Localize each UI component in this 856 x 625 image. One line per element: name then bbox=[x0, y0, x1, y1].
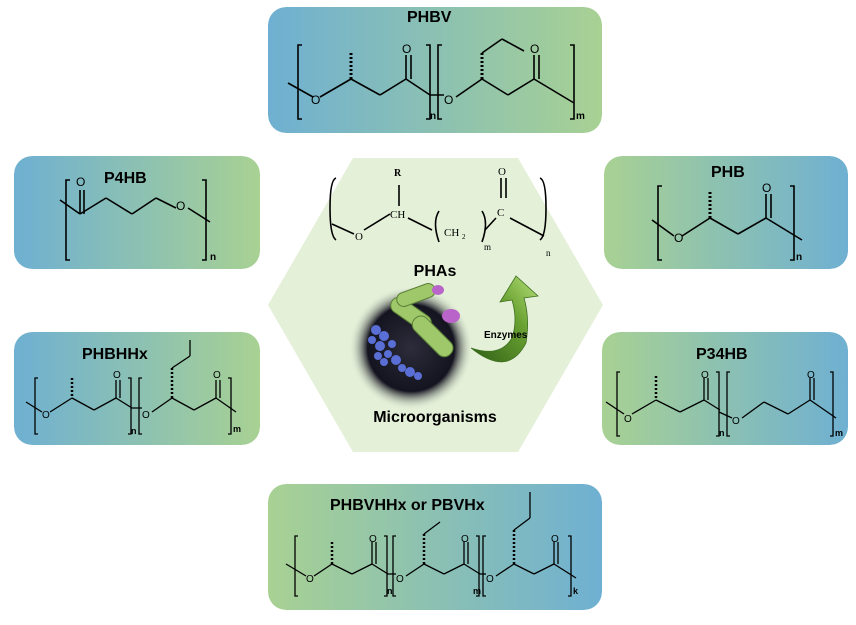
svg-text:O: O bbox=[396, 574, 404, 585]
svg-text:O: O bbox=[461, 534, 469, 545]
svg-text:O: O bbox=[732, 416, 740, 427]
p34hb-subscript-n: n bbox=[719, 428, 725, 438]
phbvhhx-subscript-m: m bbox=[473, 586, 481, 596]
p4hb-subscript-n: n bbox=[210, 252, 216, 263]
card-phbhhx: O O O O n m PHBHHx bbox=[14, 332, 260, 445]
card-phbvhhx: O O O O O O n m k PHBVHHx or PBVHx bbox=[268, 484, 602, 610]
p34hb-subscript-m: m bbox=[835, 428, 843, 438]
center-hexagon: R CH O CH 2 m C O n PHAs bbox=[268, 158, 603, 452]
phbhhx-subscript-m: m bbox=[233, 424, 241, 434]
p4hb-structure: O O n bbox=[14, 156, 260, 269]
pha-label: PHAs bbox=[414, 263, 457, 280]
microorganisms-image bbox=[349, 283, 473, 410]
svg-text:O: O bbox=[444, 93, 453, 107]
svg-text:O: O bbox=[551, 534, 559, 545]
phbhhx-structure: O O O O n m bbox=[14, 332, 260, 445]
phb-title: PHB bbox=[711, 164, 745, 181]
phbvhhx-subscript-n: n bbox=[387, 586, 393, 596]
phbv-structure: O O O O n m bbox=[268, 7, 602, 133]
p34hb-title: P34HB bbox=[696, 346, 748, 363]
card-phb: O O n PHB bbox=[604, 156, 848, 269]
atom-c: C bbox=[497, 207, 504, 219]
atom-ch2: CH bbox=[444, 227, 459, 239]
atom-ch: CH bbox=[390, 209, 405, 221]
pha-general-structure bbox=[329, 177, 547, 243]
svg-text:O: O bbox=[306, 574, 314, 585]
phbv-title: PHBV bbox=[407, 9, 452, 26]
svg-text:O: O bbox=[369, 534, 377, 545]
svg-text:O: O bbox=[486, 574, 494, 585]
phbv-subscript-n: n bbox=[430, 111, 436, 122]
svg-text:O: O bbox=[42, 410, 50, 421]
center-panel: R CH O CH 2 m C O n PHAs bbox=[268, 158, 603, 452]
svg-text:O: O bbox=[113, 370, 121, 381]
svg-text:O: O bbox=[142, 410, 150, 421]
svg-text:O: O bbox=[213, 370, 221, 381]
enzymes-arrow bbox=[470, 275, 539, 363]
subscript-n: n bbox=[546, 248, 551, 258]
phbvhhx-structure: O O O O O O n m k bbox=[268, 484, 602, 610]
enzymes-label: Enzymes bbox=[484, 330, 528, 341]
atom-r: R bbox=[394, 168, 402, 179]
card-phbv: O O O O n m PHBV bbox=[268, 7, 602, 133]
svg-text:O: O bbox=[76, 175, 85, 189]
phb-structure: O O n bbox=[604, 156, 848, 269]
card-p4hb: O O n P4HB bbox=[14, 156, 260, 269]
svg-text:O: O bbox=[807, 370, 815, 381]
svg-text:O: O bbox=[701, 370, 709, 381]
phbv-subscript-m: m bbox=[576, 111, 585, 122]
subscript-m: m bbox=[484, 242, 491, 252]
svg-text:O: O bbox=[311, 93, 320, 107]
atom-o-carbonyl: O bbox=[498, 166, 506, 178]
card-p34hb: O O O O n m P34HB bbox=[602, 332, 848, 445]
p4hb-title: P4HB bbox=[104, 170, 147, 187]
svg-text:O: O bbox=[762, 181, 771, 195]
svg-text:O: O bbox=[530, 42, 539, 56]
atom-o-ester: O bbox=[355, 231, 363, 243]
p34hb-structure: O O O O n m bbox=[602, 332, 848, 445]
phbhhx-subscript-n: n bbox=[131, 426, 137, 436]
svg-text:O: O bbox=[402, 42, 411, 56]
atom-sub2: 2 bbox=[462, 233, 466, 241]
phbvhhx-subscript-k: k bbox=[573, 586, 579, 596]
phb-subscript-n: n bbox=[796, 252, 802, 263]
phbhhx-title: PHBHHx bbox=[82, 346, 148, 363]
microorganisms-label: Microorganisms bbox=[373, 409, 497, 426]
svg-text:O: O bbox=[176, 199, 185, 213]
phbvhhx-title: PHBVHHx or PBVHx bbox=[330, 497, 485, 514]
svg-text:O: O bbox=[624, 414, 632, 425]
svg-text:O: O bbox=[674, 231, 683, 245]
